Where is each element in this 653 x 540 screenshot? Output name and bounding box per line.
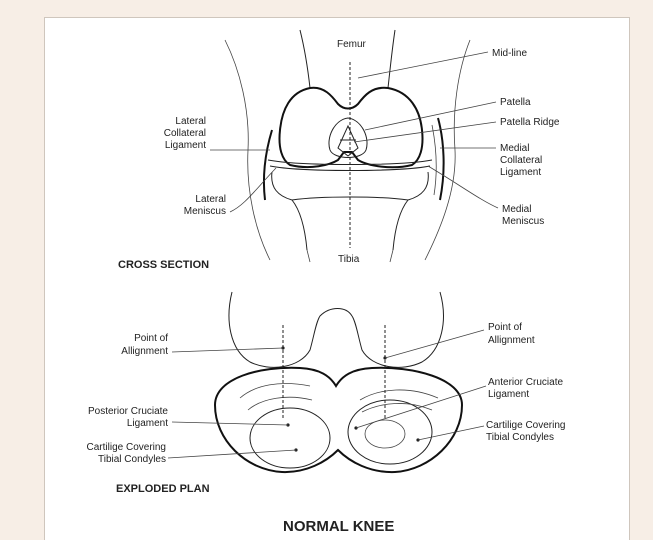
left-condyle-cartilage xyxy=(250,408,330,468)
label-mcl-3: Ligament xyxy=(500,167,541,178)
label-cart-left-2: Tibial Condyles xyxy=(98,454,166,465)
label-lcl-3: Ligament xyxy=(165,140,206,151)
section-exploded: EXPLODED PLAN xyxy=(116,483,210,495)
label-patella: Patella xyxy=(500,97,531,108)
label-medial-meniscus-2: Meniscus xyxy=(502,216,544,227)
label-mcl-1: Medial xyxy=(500,143,529,154)
exploded-plan-leaders xyxy=(168,330,486,458)
point-right-leader xyxy=(385,330,484,358)
lcl-shape xyxy=(264,130,272,200)
label-pcl-2: Ligament xyxy=(127,418,168,429)
label-medial-meniscus-1: Medial xyxy=(502,204,531,215)
label-lcl-2: Collateral xyxy=(164,128,206,139)
label-pcl-1: Posterior Cruciate xyxy=(88,406,168,417)
label-point-left-1: Point of xyxy=(134,333,168,344)
meniscus-arcs-left xyxy=(240,383,312,410)
femur-condyles xyxy=(279,88,422,168)
label-midline: Mid-line xyxy=(492,48,527,59)
right-condyle-cartilage xyxy=(348,400,432,464)
label-point-right-1: Point of xyxy=(488,322,522,333)
label-cart-right-2: Tibial Condyles xyxy=(486,432,554,443)
label-cart-left-1: Cartilige Covering xyxy=(87,442,166,453)
patella-ridge-leader xyxy=(354,122,496,142)
label-cart-right-1: Cartilige Covering xyxy=(486,420,565,431)
medial-meniscus-leader xyxy=(428,166,498,208)
cross-section-drawing xyxy=(225,30,470,262)
femur-end-view xyxy=(229,292,443,367)
mcl-inner xyxy=(432,125,436,195)
exploded-plan-drawing xyxy=(215,292,462,472)
label-lateral-meniscus-1: Lateral xyxy=(195,194,226,205)
lateral-meniscus-leader xyxy=(230,168,276,212)
label-femur: Femur xyxy=(337,39,367,50)
label-tibia: Tibia xyxy=(338,254,360,265)
right-condyle-inner xyxy=(365,420,405,448)
patella-leader xyxy=(365,102,496,130)
label-point-left-2: Allignment xyxy=(121,346,168,357)
label-acl-2: Ligament xyxy=(488,389,529,400)
section-cross: CROSS SECTION xyxy=(118,259,209,271)
point-left-leader xyxy=(172,348,283,352)
figure-title: NORMAL KNEE xyxy=(283,518,394,535)
tibial-plateau-oval xyxy=(215,368,462,472)
cart-right-leader xyxy=(418,426,484,440)
label-point-right-2: Allignment xyxy=(488,335,535,346)
label-acl-1: Anterior Cruciate xyxy=(488,377,563,388)
pcl-leader xyxy=(172,422,288,425)
cart-left-leader xyxy=(168,450,296,458)
midline-leader xyxy=(358,52,488,78)
label-lcl-1: Lateral xyxy=(175,116,206,127)
thigh-outline-right xyxy=(425,40,470,260)
cross-section-leaders xyxy=(210,52,498,212)
label-lateral-meniscus-2: Meniscus xyxy=(184,206,226,217)
label-mcl-2: Collateral xyxy=(500,155,542,166)
label-patella-ridge: Patella Ridge xyxy=(500,117,560,128)
